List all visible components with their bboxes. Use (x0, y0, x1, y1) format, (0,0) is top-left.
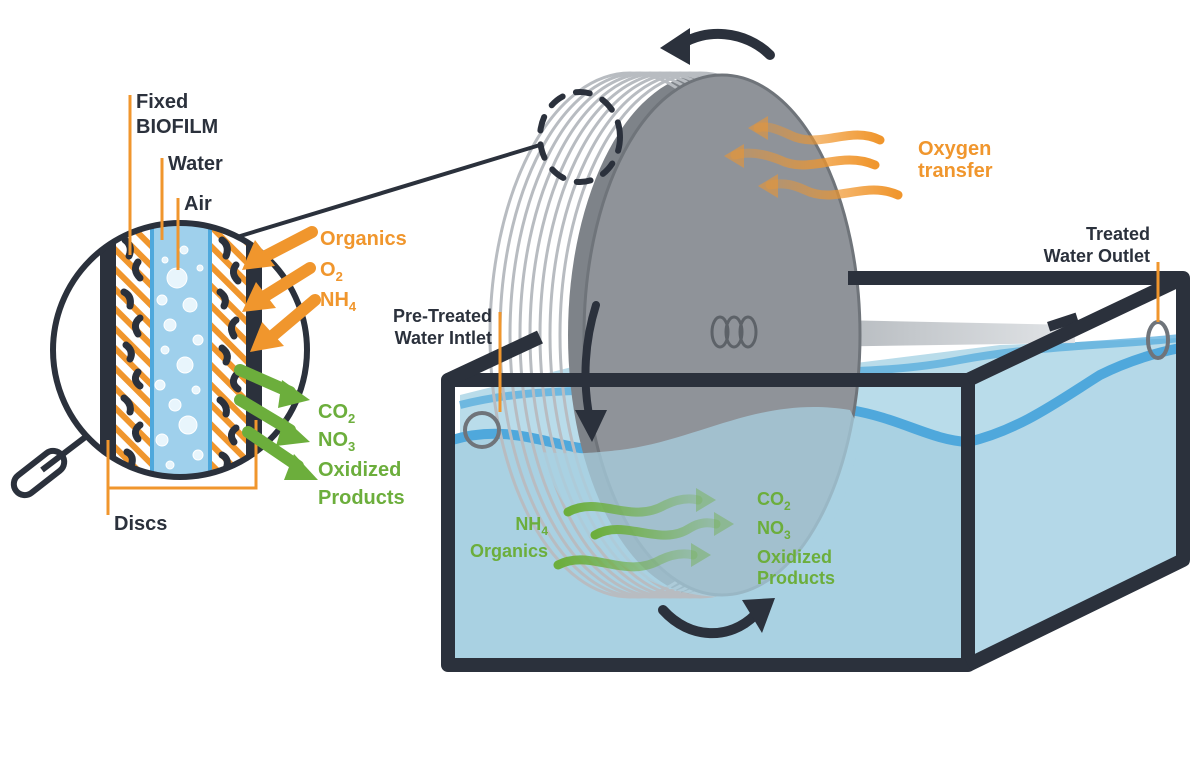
magnifier-lens (50, 220, 310, 480)
rotating-disc (236, 28, 1079, 639)
label-air: Air (184, 193, 212, 215)
label-tank-no3: NO3 (757, 518, 791, 542)
inlet-ring (463, 411, 501, 449)
magnify-leader (236, 143, 541, 239)
label-co2-out: CO2 (318, 401, 355, 426)
label-discs: Discs (114, 513, 167, 535)
label-water-inlet: Water Intlet (395, 328, 492, 348)
rotation-arrow-top-head (660, 28, 690, 65)
label-transfer: transfer (918, 160, 993, 182)
tank-frame (441, 271, 1190, 672)
label-no3-out: NO3 (318, 429, 355, 454)
label-products-out: Products (318, 487, 405, 509)
label-o2-in: O2 (320, 259, 343, 284)
label-treated: Treated (1086, 224, 1150, 244)
magnifier-input-arrows (256, 226, 321, 344)
rotation-arrow-down-head (575, 410, 607, 442)
label-tank-oxidized: Oxidized (757, 547, 832, 567)
label-fixed: Fixed (136, 91, 188, 113)
label-oxygen: Oxygen (918, 138, 991, 160)
air-bubbles (154, 245, 204, 470)
label-tank-products: Products (757, 568, 835, 588)
rotation-arrow-top (675, 28, 775, 60)
magnifier (10, 95, 321, 515)
disc-wall-left (100, 223, 116, 477)
rotation-arrow-bottom (658, 605, 760, 639)
label-tank-organics: Organics (470, 541, 548, 561)
label-pre-treated: Pre-Treated (393, 306, 492, 326)
label-biofilm: BIOFILM (136, 116, 218, 138)
label-tank-co2: CO2 (757, 489, 791, 513)
label-water: Water (168, 153, 223, 175)
magnifier-handle (40, 429, 94, 473)
magnify-spot (537, 89, 623, 185)
label-oxidized-out: Oxidized (318, 459, 401, 481)
label-water-outlet: Water Outlet (1044, 246, 1150, 266)
tank-process-arrows (553, 494, 721, 572)
rotation-arrow-down (581, 301, 600, 424)
rotation-arrow-bottom-head (742, 598, 775, 633)
water-surface-side (966, 343, 1181, 447)
shaft-end (1047, 312, 1079, 332)
label-tank-nh4: NH4 (515, 514, 548, 538)
label-organics-in: Organics (320, 228, 407, 250)
label-nh4-in: NH4 (320, 289, 357, 314)
